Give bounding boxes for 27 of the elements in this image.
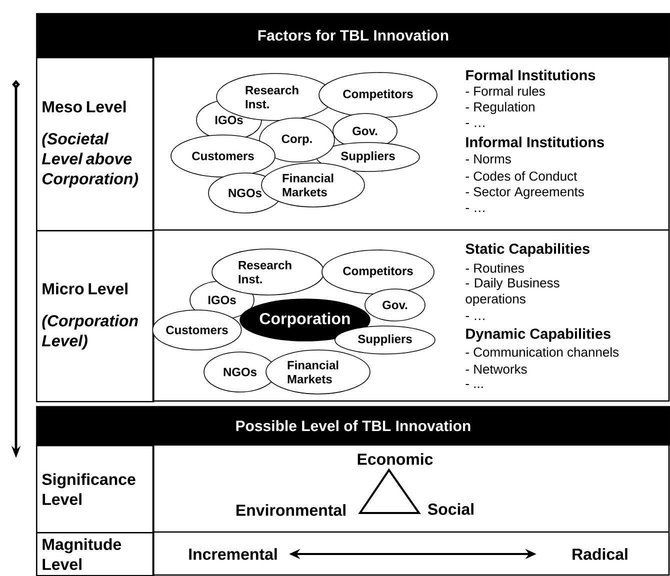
- list-heading: Formal Institutions: [466, 70, 596, 80]
- list-item: - Codes of Conduct: [466, 171, 578, 181]
- list-item: - …: [466, 123, 484, 127]
- list-heading: Informal Institutions: [466, 136, 604, 148]
- row-label-cell: Micro Level (Corporation Level): [36, 230, 154, 402]
- list-item: - ...: [466, 384, 483, 388]
- list-item: - Regulation: [466, 102, 534, 114]
- list-item: - Networks: [466, 364, 527, 374]
- list-item: - …: [466, 316, 484, 320]
- list-item: - Communication channels: [466, 347, 619, 357]
- row-label-cell: Meso Level (Societal Level above Corporation): [36, 57, 154, 232]
- scale-end-label: Radical: [572, 548, 628, 560]
- list-item: - Sector Agreements: [466, 187, 584, 199]
- list-item: - …: [466, 208, 484, 212]
- title-band: Possible Level of TBL Innovation: [36, 406, 670, 446]
- dimension-label: Environmental: [236, 504, 346, 516]
- list-item: - Norms: [466, 154, 511, 164]
- list-heading: Static Capabilities: [466, 243, 590, 257]
- list-item: - Daily Business operations: [466, 278, 560, 306]
- row-label-cell: Magnitude Level: [36, 532, 154, 576]
- list-heading: Dynamic Capabilities: [466, 328, 610, 342]
- list-item: - Routines: [466, 263, 524, 273]
- row-label-cell: Significance Level: [36, 445, 154, 534]
- title-band: Factors for TBL Innovation: [36, 13, 670, 58]
- scale-end-label: Incremental: [189, 548, 277, 560]
- list-item: - Formal rules: [466, 86, 545, 96]
- dimension-label: Social: [428, 503, 474, 515]
